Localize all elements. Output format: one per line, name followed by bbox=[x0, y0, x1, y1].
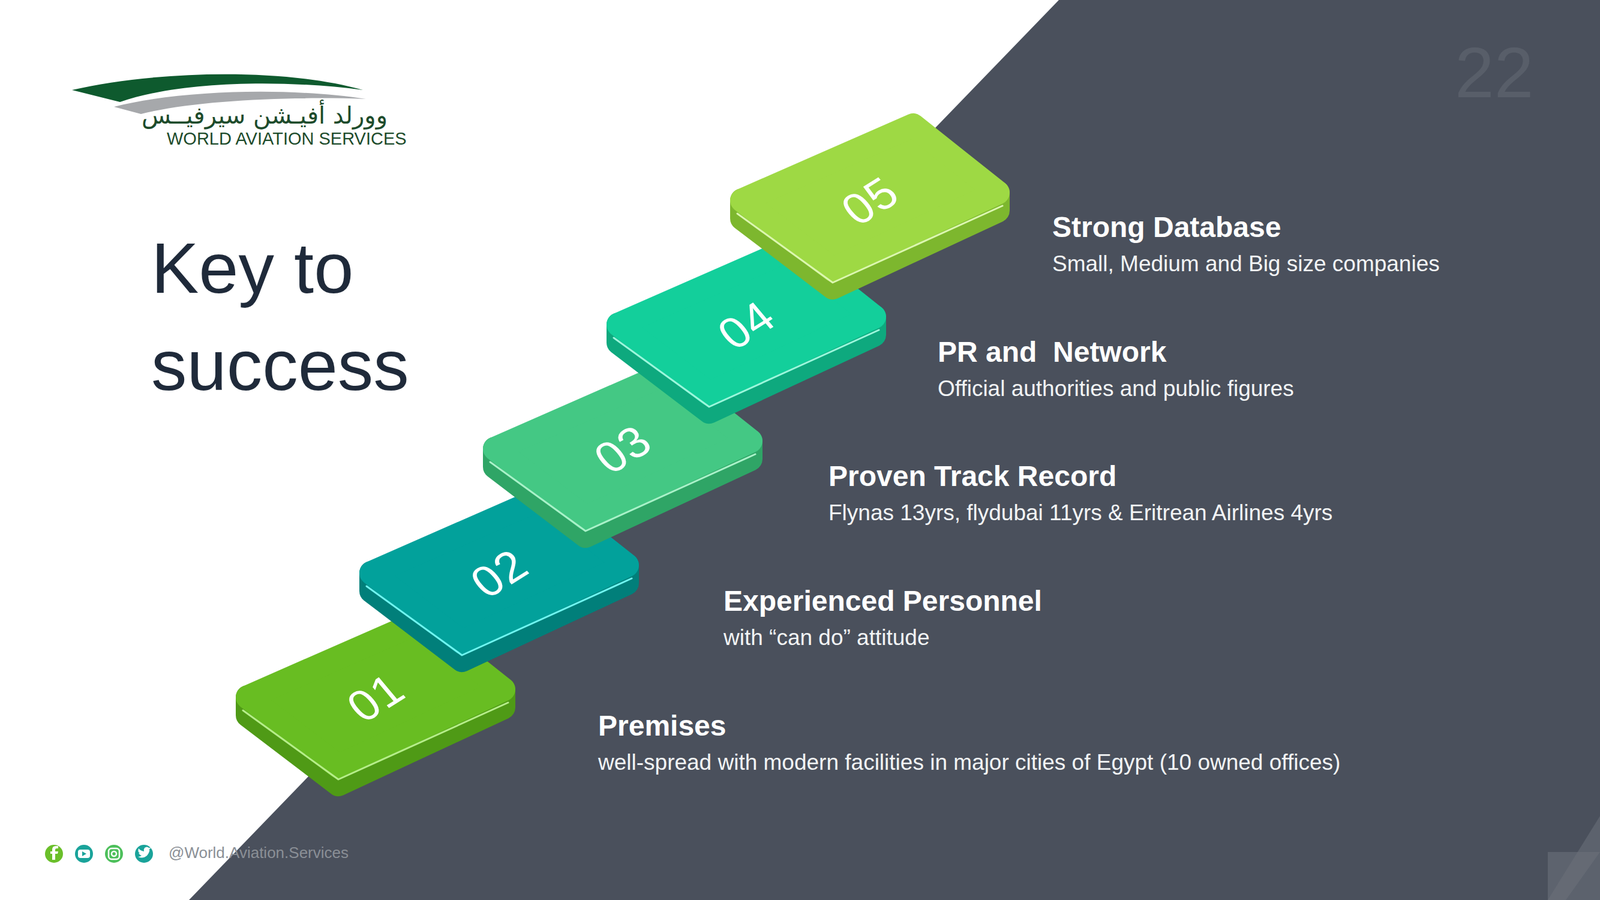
step-heading: Experienced Personnel bbox=[723, 583, 1043, 619]
social-icons bbox=[44, 844, 153, 863]
logo-name: WORLD AVIATION SERVICES bbox=[166, 128, 407, 150]
step-heading: Premises bbox=[598, 708, 727, 744]
corner-decoration bbox=[1547, 815, 1600, 900]
step-description: Flynas 13yrs, flydubai 11yrs & Eritrean … bbox=[828, 499, 1333, 527]
logo-arabic: وورلد أفيـشن سيرفيــس bbox=[167, 100, 388, 130]
step-description: with “can do” attitude bbox=[723, 624, 930, 651]
slide-title: Key to success bbox=[151, 219, 488, 414]
step-tile: 05 bbox=[713, 95, 1026, 312]
corner-decoration bbox=[1547, 851, 1600, 900]
step-heading: PR and Network bbox=[937, 334, 1167, 370]
step-heading: Strong Database bbox=[1052, 209, 1281, 245]
step-description: well-spread with modern facilities in ma… bbox=[598, 749, 1341, 776]
step-heading: Proven Track Record bbox=[828, 458, 1117, 494]
step-description: Small, Medium and Big size companies bbox=[1052, 250, 1440, 278]
step-description: Official authorities and public figures bbox=[937, 375, 1295, 402]
page-number: 22 bbox=[1454, 30, 1534, 116]
social-handle: @World.Aviation.Services bbox=[168, 843, 349, 863]
